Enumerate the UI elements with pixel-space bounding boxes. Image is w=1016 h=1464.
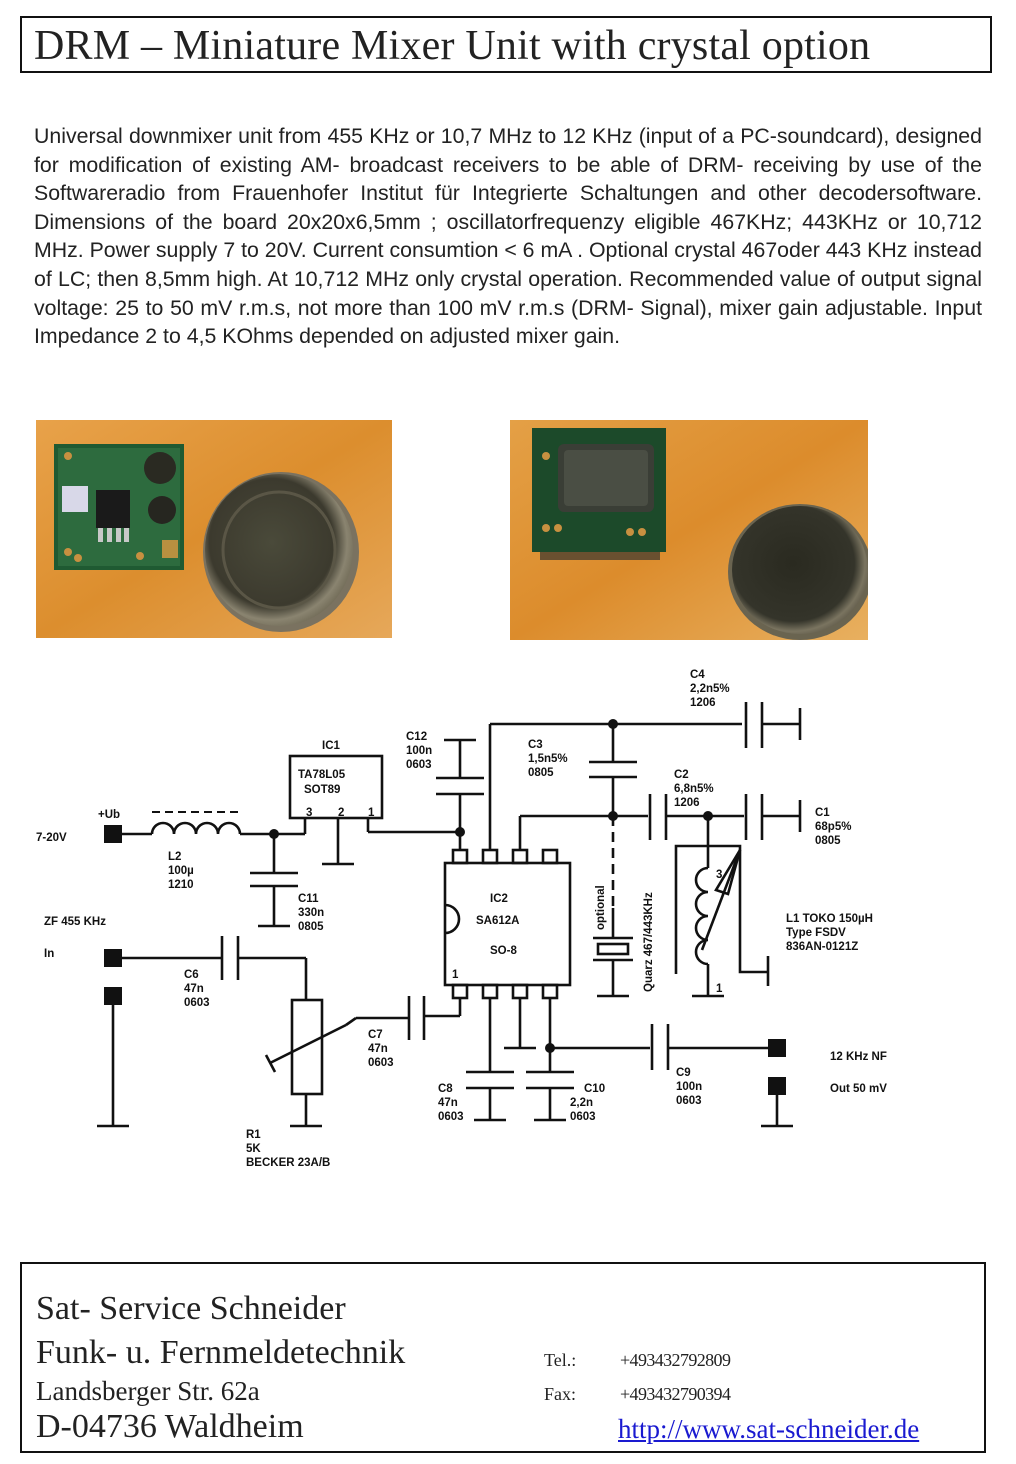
street-address: Landsberger Str. 62a <box>36 1376 260 1406</box>
ic1-pin2: 2 <box>338 807 344 819</box>
l1-line2: Type FSDV <box>786 927 846 939</box>
c7-pkg: 0603 <box>368 1057 394 1069</box>
l2-pkg: 1210 <box>168 879 194 891</box>
title-box: DRM – Miniature Mixer Unit with crystal … <box>20 16 992 73</box>
c1-value: 68p5% <box>815 821 851 833</box>
input-label: ZF 455 KHz <box>44 916 106 928</box>
c12-value: 100n <box>406 745 432 757</box>
c10-pkg: 0603 <box>570 1111 596 1123</box>
company-name: Sat- Service Schneider <box>36 1290 346 1327</box>
c7-value: 47n <box>368 1043 388 1055</box>
ic2-notch <box>444 903 461 935</box>
page-title: DRM – Miniature Mixer Unit with crystal … <box>34 23 871 69</box>
r1-value: 5K <box>246 1143 261 1155</box>
fax-label: Fax: <box>544 1384 577 1404</box>
ic2-pkg: SO-8 <box>490 945 517 957</box>
fax-number: +493432790394 <box>620 1384 731 1404</box>
c4-pkg: 1206 <box>690 697 716 709</box>
photo-board-crystal-image <box>510 420 868 640</box>
supply-voltage-label: 7-20V <box>36 832 67 844</box>
euro-coin <box>728 504 868 640</box>
company-trade: Funk- u. Fernmeldetechnik <box>36 1334 406 1371</box>
c8-ref: C8 <box>438 1083 453 1095</box>
c9-ref: C9 <box>676 1067 691 1079</box>
output-ground-terminal <box>768 1077 786 1095</box>
ic1-pkg: SOT89 <box>304 784 340 796</box>
ic1-ref: IC1 <box>322 740 341 752</box>
schematic-wires <box>97 702 802 1128</box>
r1-type: BECKER 23A/B <box>246 1157 330 1169</box>
crystal-label: Quarz 467/443KHz <box>643 892 655 992</box>
c2-ref: C2 <box>674 769 689 781</box>
ic1-part: TA78L05 <box>298 769 346 781</box>
ic1-pin3: 3 <box>306 807 312 819</box>
c4-ref: C4 <box>690 669 705 681</box>
ic1-body <box>288 754 384 820</box>
c2-value: 6,8n5% <box>674 783 714 795</box>
c7-ref: C7 <box>368 1029 383 1041</box>
inductor-l2 <box>150 821 242 835</box>
crystal-body <box>596 942 630 956</box>
c10-value: 2,2n <box>570 1097 593 1109</box>
photo-board-crystal <box>510 420 868 640</box>
c3-value: 1,5n5% <box>528 753 568 765</box>
potentiometer-r1-body <box>290 998 324 1096</box>
c1-ref: C1 <box>815 807 830 819</box>
pcb-board <box>54 444 184 570</box>
c6-ref: C6 <box>184 969 199 981</box>
website-link[interactable]: http://www.sat-schneider.de <box>618 1414 920 1444</box>
ic2-part: SA612A <box>476 915 519 927</box>
l1-tap-top: 3 <box>716 869 722 881</box>
ic2-body <box>443 861 572 987</box>
input-ground-terminal <box>104 987 122 1005</box>
input-sub-label: In <box>44 948 54 960</box>
photo-board-lc <box>36 420 392 638</box>
supply-terminal <box>104 825 122 843</box>
c8-pkg: 0603 <box>438 1111 464 1123</box>
c10-ref: C10 <box>584 1083 605 1095</box>
tel-number: +493432792809 <box>620 1350 731 1370</box>
c6-value: 47n <box>184 983 204 995</box>
c9-pkg: 0603 <box>676 1095 702 1107</box>
contact-footer: Sat- Service Schneider Funk- u. Fernmeld… <box>20 1262 986 1453</box>
l2-ref: L2 <box>168 851 181 863</box>
circuit-schematic: 7-20V +Ub ZF 455 KHz In 12 KHz NF Out 50… <box>0 660 1016 1180</box>
l2-value: 100µ <box>168 865 194 877</box>
euro-coin <box>203 472 359 632</box>
l1-line3: 836AN-0121Z <box>786 941 858 953</box>
city-address: D-04736 Waldheim <box>36 1408 304 1445</box>
photo-board-lc-image <box>36 420 392 638</box>
output-sub-label: Out 50 mV <box>830 1083 887 1095</box>
ic2-pin1: 1 <box>452 969 459 981</box>
c9-value: 100n <box>676 1081 702 1093</box>
l1-line1: L1 TOKO 150µH <box>786 913 873 925</box>
inductor-l1 <box>694 866 709 966</box>
output-terminal <box>768 1039 786 1057</box>
c11-value: 330n <box>298 907 324 919</box>
c12-pkg: 0603 <box>406 759 432 771</box>
c3-ref: C3 <box>528 739 543 751</box>
schematic-drawing: 7-20V +Ub ZF 455 KHz In 12 KHz NF Out 50… <box>36 669 887 1169</box>
r1-ref: R1 <box>246 1129 261 1141</box>
ic2-ref: IC2 <box>490 893 508 905</box>
c11-pkg: 0805 <box>298 921 324 933</box>
c8-value: 47n <box>438 1097 458 1109</box>
c6-pkg: 0603 <box>184 997 210 1009</box>
pcb-board <box>532 428 666 560</box>
input-terminal <box>104 949 122 967</box>
supply-pin-label: +Ub <box>98 809 120 821</box>
product-description: Universal downmixer unit from 455 KHz or… <box>34 124 983 349</box>
schematic-terminals <box>104 719 786 1095</box>
c11-ref: C11 <box>298 893 319 905</box>
l1-tap-bottom: 1 <box>716 983 723 995</box>
ic1-pin1: 1 <box>368 807 375 819</box>
c4-value: 2,2n5% <box>690 683 730 695</box>
c12-ref: C12 <box>406 731 427 743</box>
c1-pkg: 0805 <box>815 835 841 847</box>
c3-pkg: 0805 <box>528 767 554 779</box>
c2-pkg: 1206 <box>674 797 700 809</box>
tel-label: Tel.: <box>544 1350 577 1370</box>
output-label: 12 KHz NF <box>830 1051 887 1063</box>
crystal-optional-note: optional <box>595 885 607 930</box>
